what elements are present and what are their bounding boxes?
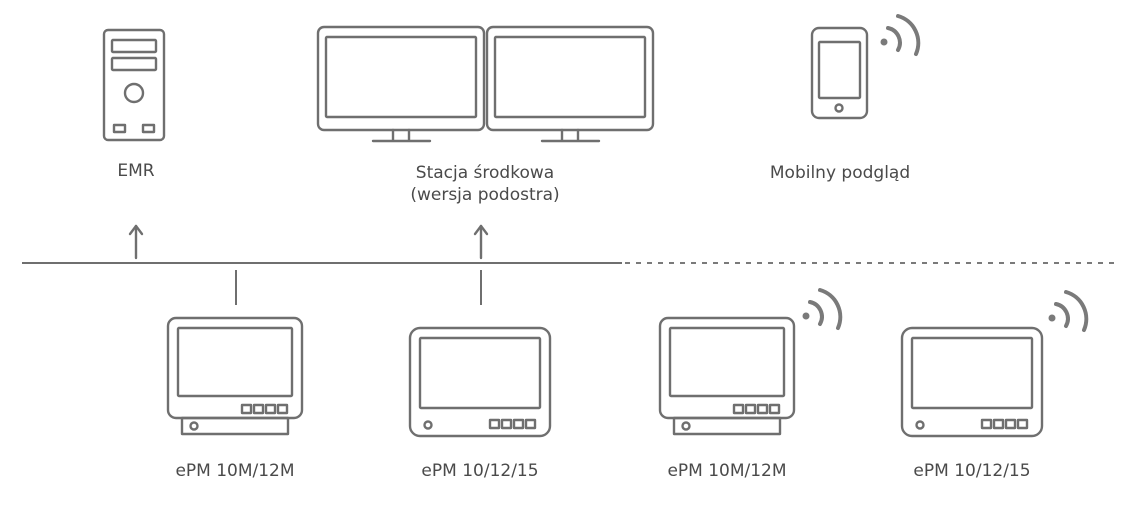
- patient-monitor-icon: [166, 316, 304, 436]
- patient-monitor-icon: [408, 326, 552, 438]
- wireless-signal-icon: [880, 14, 921, 56]
- wireless-signal-icon: [1048, 290, 1089, 332]
- monitor-label: ePM 10M/12M: [175, 461, 295, 481]
- dual-monitor-icon: [316, 25, 655, 143]
- arrow-up-icon: [473, 224, 489, 260]
- desktop-tower-icon: [102, 28, 166, 142]
- central-station-label-line1: Stacja środkowa: [415, 163, 555, 183]
- wireless-signal-icon: [802, 288, 843, 330]
- monitor-label: ePM 10/12/15: [421, 461, 539, 481]
- monitor-label: ePM 10M/12M: [667, 461, 787, 481]
- emr-label: EMR: [117, 161, 155, 181]
- central-station-label-line2: (wersja podostra): [410, 185, 560, 205]
- patient-monitor-icon: [900, 326, 1044, 438]
- central-station-label: Stacja środkowa (wersja podostra): [360, 162, 610, 206]
- smartphone-icon: [810, 26, 869, 120]
- arrow-up-icon: [128, 224, 144, 260]
- monitor-label: ePM 10/12/15: [913, 461, 1031, 481]
- patient-monitor-icon: [658, 316, 796, 436]
- mobile-view-label: Mobilny podgląd: [769, 163, 911, 183]
